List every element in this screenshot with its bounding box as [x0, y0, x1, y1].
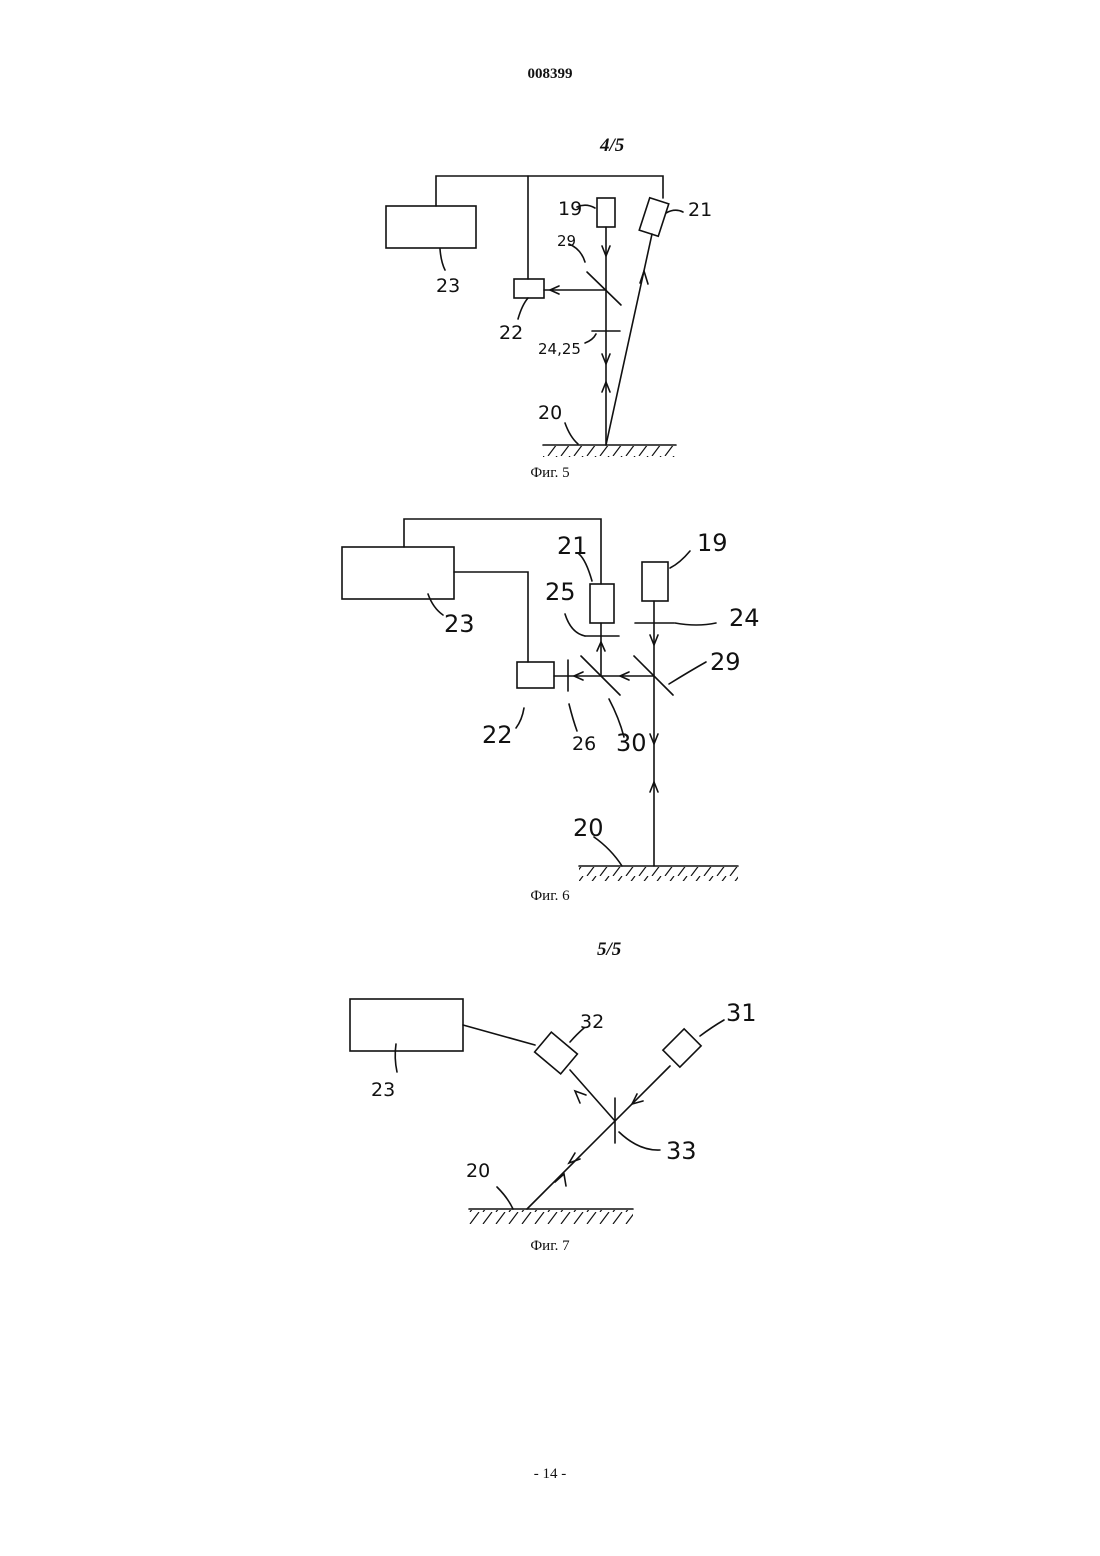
fig7-label-31: 31 [726, 999, 757, 1027]
fig6-label-19: 19 [697, 529, 728, 557]
fig6-label-30: 30 [616, 729, 647, 757]
fig5-label-24-25: 24,25 [538, 340, 581, 358]
figure-6-caption: Фиг. 6 [0, 888, 1100, 905]
figure-5-drawing [386, 176, 683, 457]
figure-5-labels: 19 21 23 29 22 24,25 20 [436, 198, 712, 424]
fig6-light-source-19 [642, 562, 668, 601]
fig5-control-unit-23 [386, 206, 476, 248]
fig6-label-21: 21 [557, 532, 588, 560]
fig6-label-22: 22 [482, 721, 513, 749]
fig5-label-29: 29 [557, 232, 576, 250]
fig5-label-23: 23 [436, 275, 460, 297]
fig6-label-26: 26 [572, 733, 596, 755]
fig6-detector-21 [590, 584, 614, 623]
fig5-label-20: 20 [538, 402, 562, 424]
fig7-label-32: 32 [580, 1011, 604, 1033]
fig7-label-23: 23 [371, 1079, 395, 1101]
fig6-label-20: 20 [573, 814, 604, 842]
fig7-light-source-31 [663, 1029, 701, 1067]
fig6-label-25: 25 [545, 578, 576, 606]
fig5-label-22: 22 [499, 322, 523, 344]
figure-5-caption: Фиг. 5 [0, 465, 1100, 482]
fig7-label-20: 20 [466, 1160, 490, 1182]
fig7-label-33: 33 [666, 1137, 697, 1165]
figure-6-drawing [342, 519, 738, 881]
fig5-splitter-29 [587, 272, 621, 305]
fig7-detector-32 [535, 1032, 578, 1074]
fig5-beam-reflected [606, 234, 652, 445]
fig6-label-29: 29 [710, 648, 741, 676]
figure-7-caption: Фиг. 7 [0, 1238, 1100, 1255]
fig5-label-19: 19 [558, 198, 582, 220]
fig6-label-23: 23 [444, 610, 475, 638]
fig7-beam-incident [527, 1066, 670, 1209]
figure-7-drawing [350, 999, 724, 1224]
fig6-label-24: 24 [729, 604, 760, 632]
fig5-label-21: 21 [688, 199, 712, 221]
fig7-wiring-to-32 [463, 1025, 535, 1045]
fig5-wiring-top [436, 176, 663, 206]
fig5-light-source-19 [597, 198, 615, 227]
fig6-detector-22 [517, 662, 554, 688]
fig6-control-unit-23 [342, 547, 454, 599]
fig7-control-unit-23 [350, 999, 463, 1051]
page-number: - 14 - [0, 1466, 1100, 1483]
figure-7-labels: 31 32 23 33 20 [371, 999, 757, 1182]
fig5-detector-21 [639, 198, 669, 237]
fig5-detector-22 [514, 279, 544, 298]
